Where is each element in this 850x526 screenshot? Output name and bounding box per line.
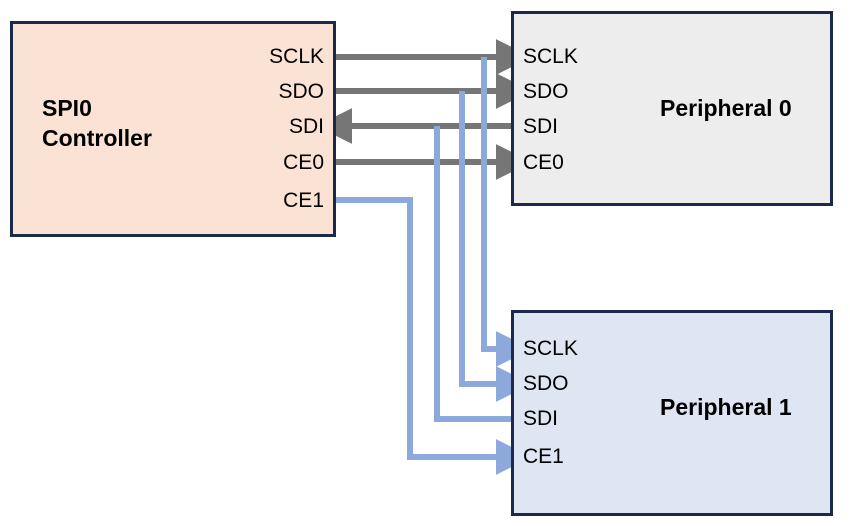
peripheral1-pin-sdi: SDI [523, 407, 559, 430]
controller-pin-sdo: SDO [278, 80, 324, 103]
controller-pin-ce1: CE1 [283, 189, 324, 212]
peripheral1-pin-sdo: SDO [523, 372, 569, 395]
wire-sclk-peripheral1 [481, 57, 532, 367]
peripheral0-pin-sclk: SCLK [523, 45, 578, 68]
peripheral0-box[interactable] [511, 11, 833, 206]
spi0-controller-box[interactable] [10, 21, 336, 237]
peripheral1-title: Peripheral 1 [660, 394, 792, 420]
controller-pin-ce0: CE0 [283, 151, 324, 174]
peripheral0-pin-sdi: SDI [523, 115, 559, 138]
controller-pin-sclk: SCLK [269, 45, 324, 68]
controller-pin-sdi: SDI [288, 115, 324, 138]
controller-title-line1: SPI0 [42, 95, 92, 121]
peripheral0-title: Peripheral 0 [660, 95, 792, 121]
controller-title-line2: Controller [42, 125, 152, 151]
peripheral1-pin-ce1: CE1 [523, 445, 564, 468]
peripheral1-pin-sclk: SCLK [523, 337, 578, 360]
peripheral0-pin-ce0: CE0 [523, 151, 564, 174]
peripheral0-pin-sdo: SDO [523, 80, 569, 103]
wire-sdo-peripheral1 [459, 91, 532, 402]
peripheral1-box[interactable] [511, 310, 833, 516]
wire-sdi-peripheral1 [434, 126, 511, 422]
wire-ce1-peripheral1 [336, 197, 532, 475]
